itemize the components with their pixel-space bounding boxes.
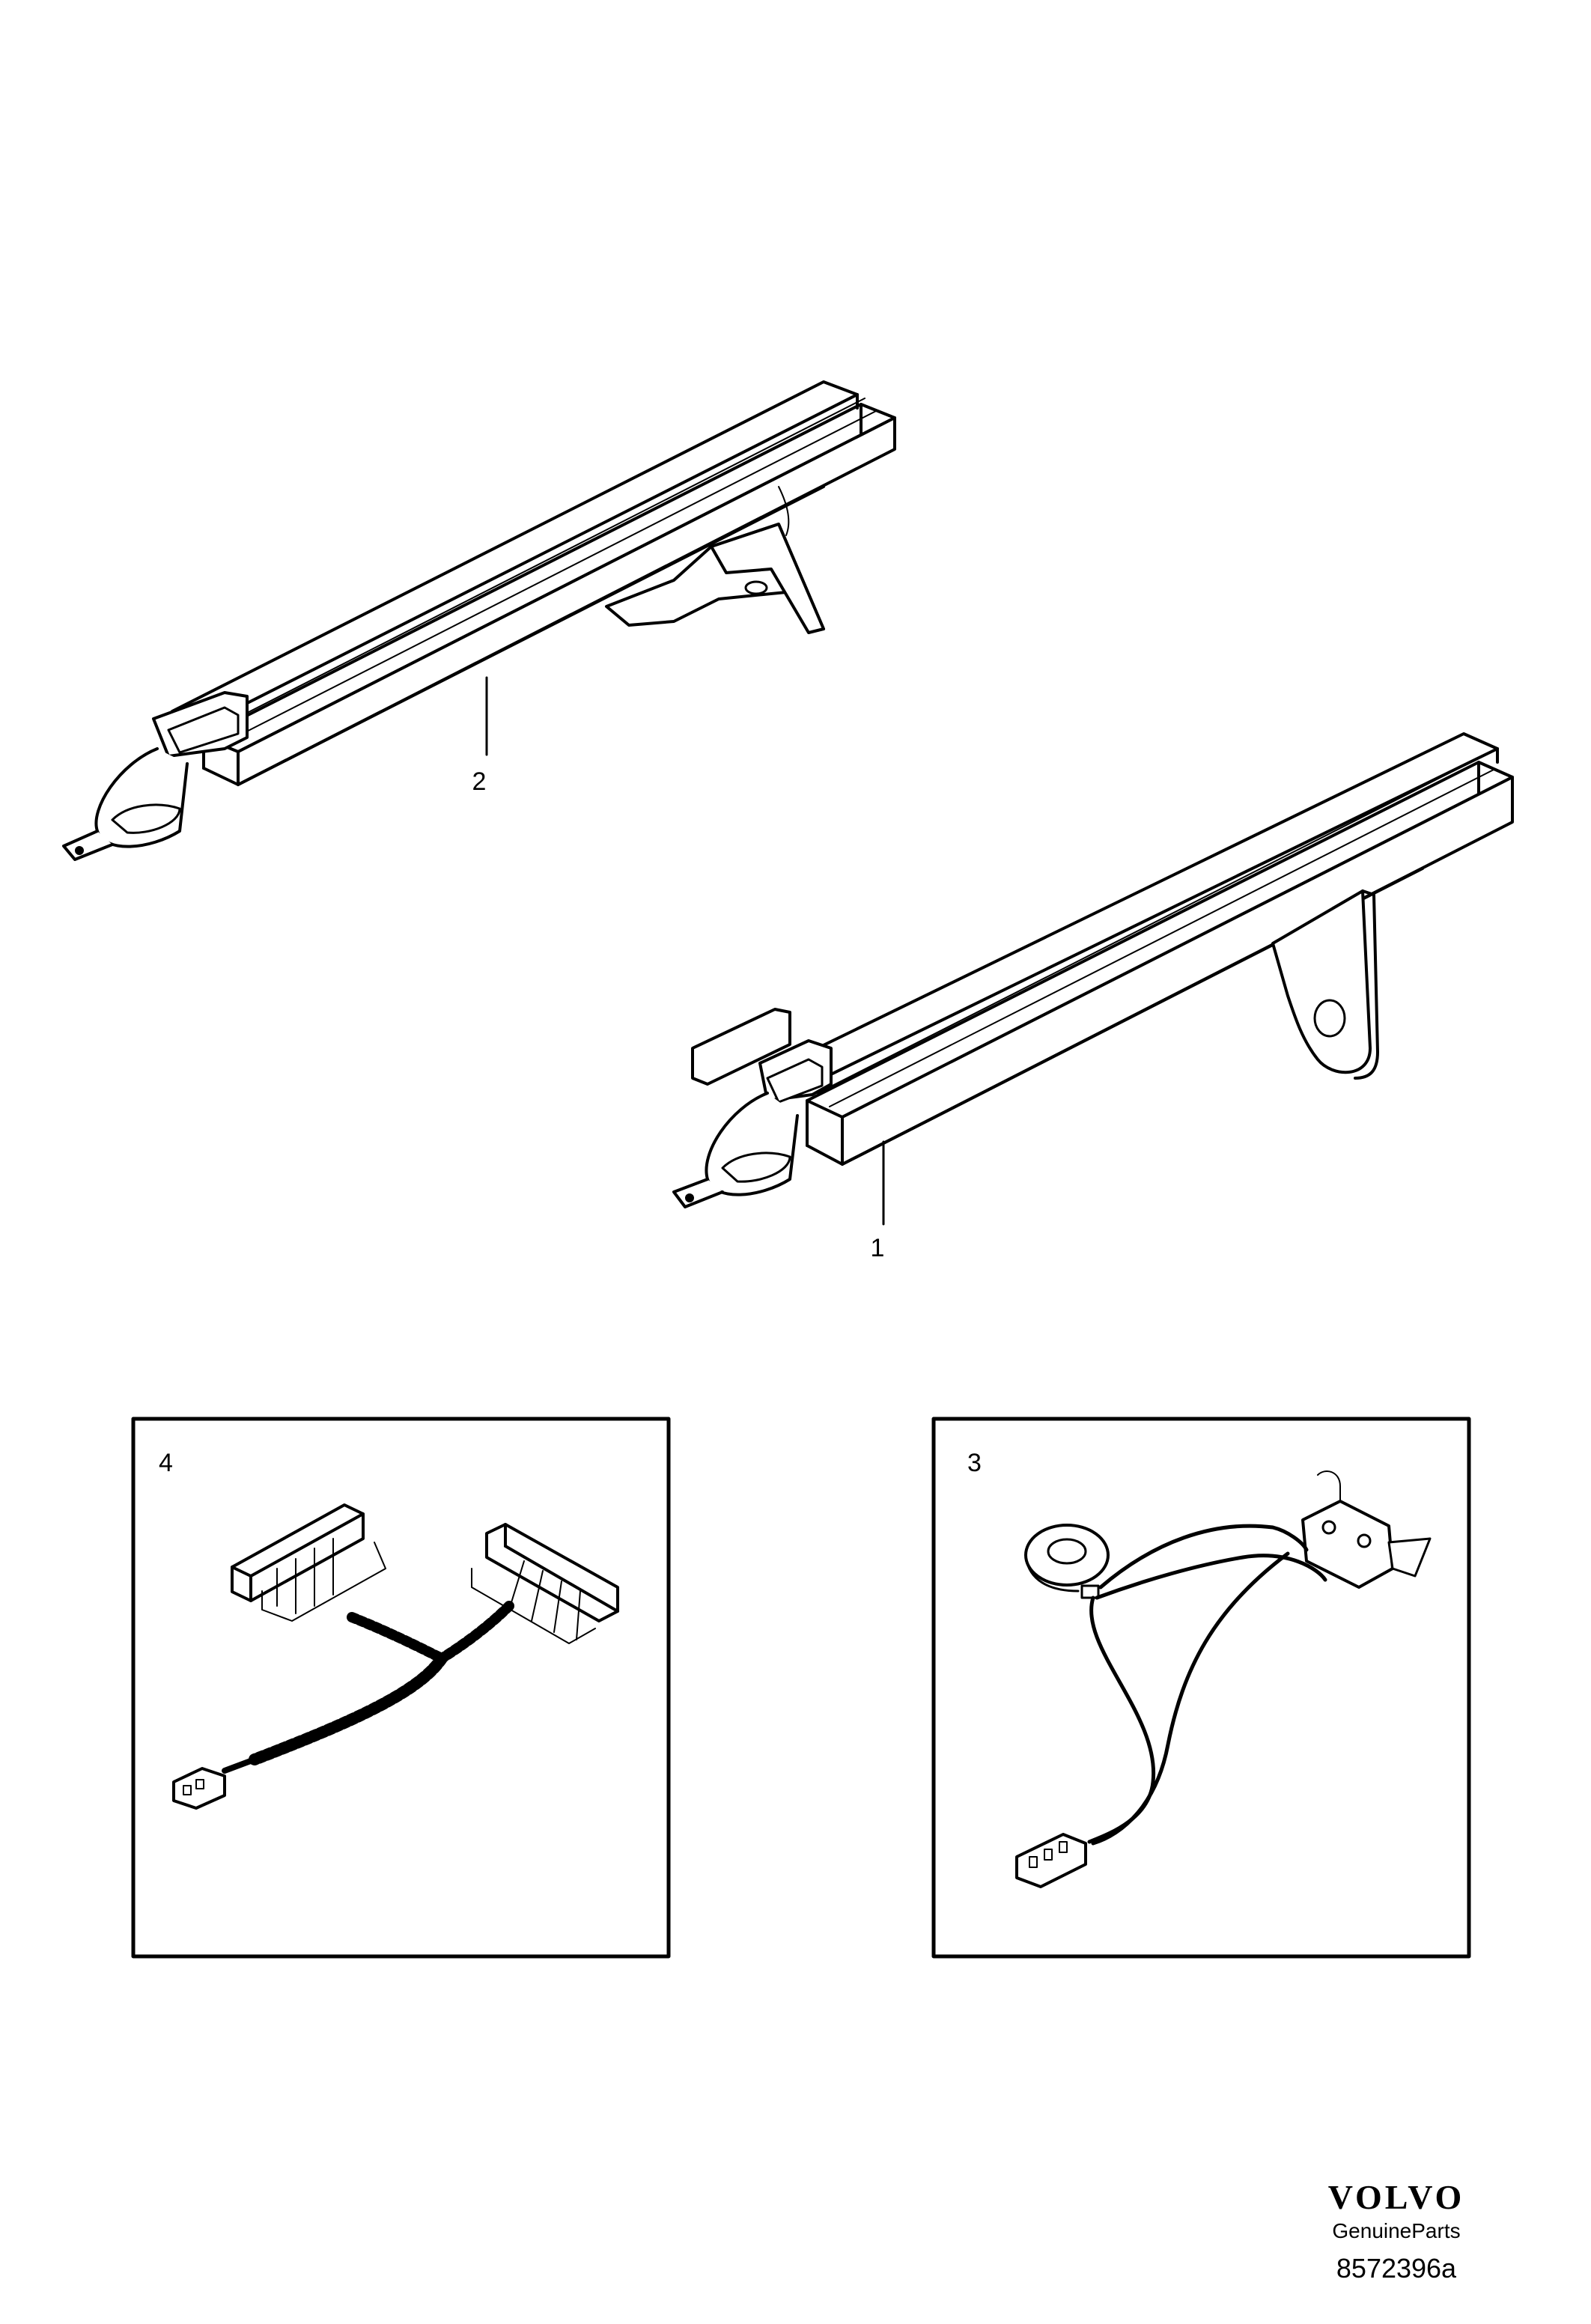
sensor-harness-part-3 <box>931 1417 1471 1959</box>
seat-rail-part-2 <box>62 380 896 861</box>
brand-block: VOLVO GenuineParts 8572396a <box>1284 2179 1509 2291</box>
callout-part-4: 4 <box>159 1449 173 1477</box>
volvo-logo: VOLVO <box>1327 2178 1465 2216</box>
callout-part-1: 1 <box>871 1234 885 1262</box>
callout-part-3: 3 <box>967 1449 982 1477</box>
diagram-id: 8572396a <box>1336 2253 1457 2284</box>
seat-rail-part-1 <box>672 732 1514 1226</box>
brand-subtitle: GenuineParts <box>1332 2219 1461 2242</box>
callout-part-2: 2 <box>472 767 487 796</box>
wiring-harness-part-4 <box>131 1417 671 1959</box>
